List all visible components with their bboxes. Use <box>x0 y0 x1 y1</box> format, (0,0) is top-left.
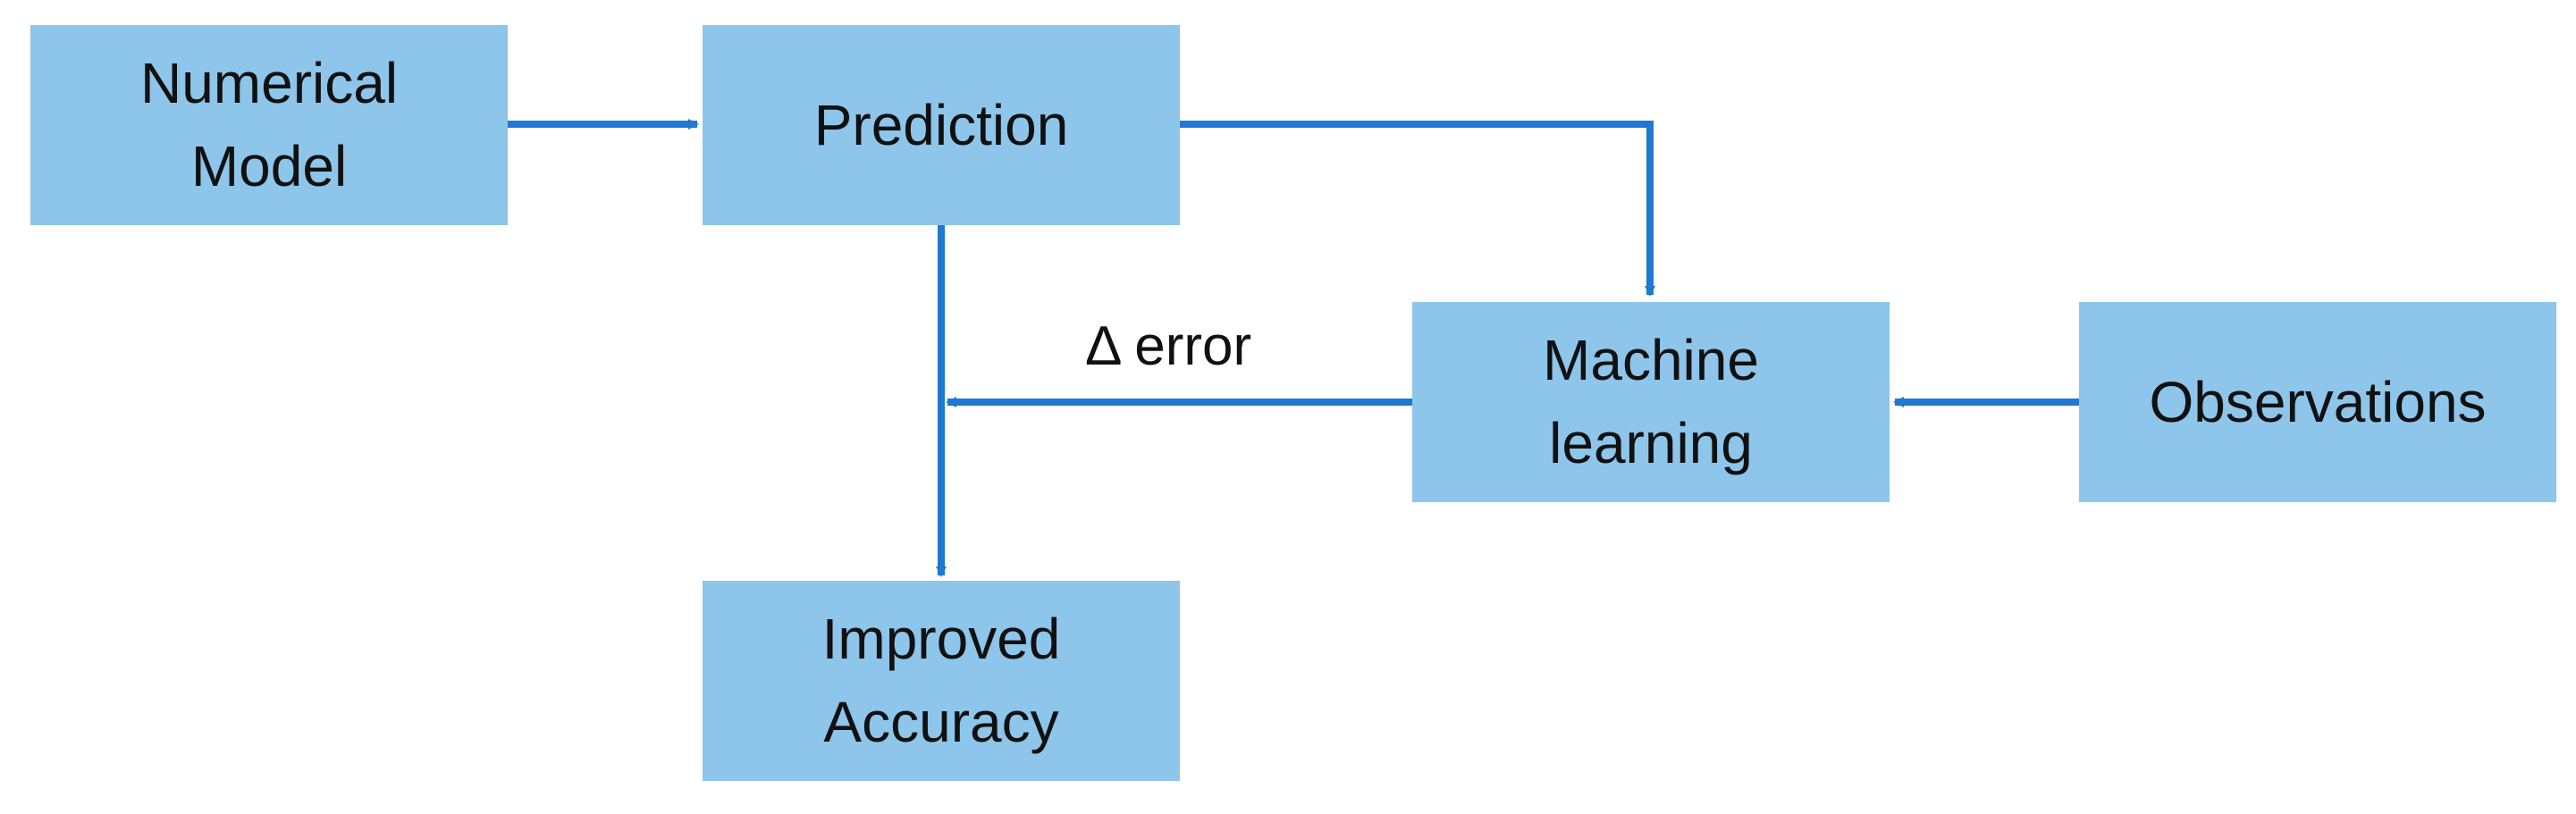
node-machine-learning: Machine learning <box>1412 302 1890 502</box>
node-observations: Observations <box>2079 302 2556 502</box>
node-machine-learning-label: Machine learning <box>1543 328 1759 475</box>
node-prediction: Prediction <box>703 25 1180 225</box>
arrow-prediction-to-ml <box>1180 121 1655 297</box>
node-improved-accuracy-label: Improved Accuracy <box>821 607 1061 754</box>
node-numerical-model: Numerical Model <box>30 25 508 225</box>
node-prediction-label: Prediction <box>813 92 1069 157</box>
edge-label-delta-error: Δ error <box>1085 315 1252 377</box>
node-observations-label: Observations <box>2149 369 2487 434</box>
node-improved-accuracy: Improved Accuracy <box>703 581 1180 781</box>
node-numerical-model-label: Numerical Model <box>139 51 399 198</box>
